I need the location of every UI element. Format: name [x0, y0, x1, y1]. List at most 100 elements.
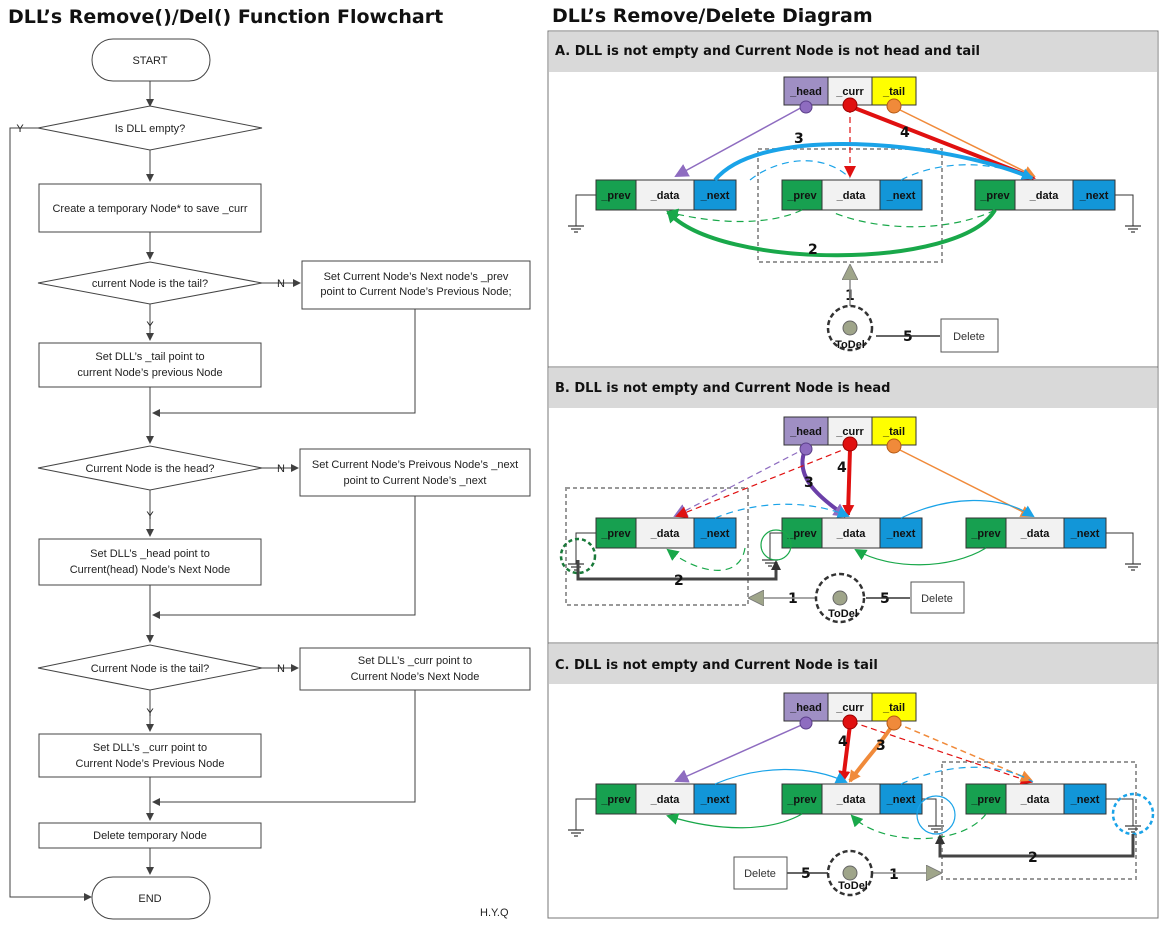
- next-label: _next: [886, 528, 916, 540]
- no-label-2: N: [277, 463, 285, 475]
- prev-label: _prev: [786, 190, 817, 202]
- node-c2: _prev _data _next: [781, 783, 923, 815]
- step-head-line1: Set DLL’s _head point to: [90, 548, 210, 560]
- head-label-a: _head: [789, 86, 822, 98]
- branch-tail-2-line1: Set DLL’s _curr point to: [358, 655, 472, 667]
- section-b-bar: [549, 368, 1157, 408]
- pointer-box-b: _head _curr _tail: [783, 416, 917, 446]
- step-2-c: 2: [1028, 850, 1038, 866]
- pointer-box-a: _head _curr _tail: [783, 76, 917, 106]
- node-b1: _prev _data _next: [595, 517, 737, 549]
- yes-label-1: Y: [146, 320, 154, 332]
- tail-label-a: _tail: [882, 86, 905, 98]
- diagram-frames: A. DLL is not empty and Current Node is …: [547, 30, 1159, 919]
- step-3-b: 3: [804, 475, 814, 491]
- decision-empty-label: Is DLL empty?: [115, 123, 186, 135]
- next-label: _next: [1070, 794, 1100, 806]
- step-5-b: 5: [880, 591, 890, 607]
- author-label: H.Y.Q: [480, 907, 509, 919]
- step-curr-line2: Current Node’s Previous Node: [76, 758, 225, 770]
- data-label: _data: [836, 190, 867, 202]
- step-5-a: 5: [903, 329, 913, 345]
- data-label: _data: [650, 794, 681, 806]
- node-a2: _prev _data _next: [781, 179, 923, 211]
- yes-label: Y: [16, 123, 24, 135]
- branch-tail-1-line2: point to Current Node’s Previous Node;: [320, 286, 511, 298]
- step-4-a: 4: [900, 125, 910, 141]
- step-5-c: 5: [801, 866, 811, 882]
- step-4-b: 4: [837, 460, 847, 476]
- next-label: _next: [700, 794, 730, 806]
- head-label-c: _head: [789, 702, 822, 714]
- next-label: _next: [1079, 190, 1109, 202]
- flowchart-title: DLL’s Remove()/Del() Function Flowchart: [8, 6, 444, 28]
- step-2-b: 2: [674, 573, 684, 589]
- step-curr-line1: Set DLL’s _curr point to: [93, 742, 207, 754]
- data-label: _data: [836, 794, 867, 806]
- node-a1: _prev _data _next: [595, 179, 737, 211]
- section-b-title: B. DLL is not empty and Current Node is …: [555, 381, 890, 396]
- branch-tail-2-line2: Current Node’s Next Node: [351, 671, 480, 683]
- yes-label-3: Y: [146, 707, 154, 719]
- flowchart: [9, 38, 531, 920]
- section-b: _head _curr _tail _prev _data _next _pre…: [559, 416, 1142, 624]
- yes-label-2: Y: [146, 510, 154, 522]
- section-c-title: C. DLL is not empty and Current Node is …: [555, 658, 878, 673]
- data-label: _data: [650, 190, 681, 202]
- step-head-line2: Current(head) Node’s Next Node: [70, 564, 231, 576]
- prev-label: _prev: [970, 794, 1001, 806]
- data-label: _data: [836, 528, 867, 540]
- step-tail-line1: Set DLL’s _tail point to: [95, 351, 204, 363]
- prev-label: _prev: [786, 794, 817, 806]
- no-label-3: N: [277, 663, 285, 675]
- curr-label-a: _curr: [835, 86, 864, 98]
- curr-label-c: _curr: [835, 702, 864, 714]
- prev-label: _prev: [600, 794, 631, 806]
- next-label: _next: [886, 794, 916, 806]
- tail-label-c: _tail: [882, 702, 905, 714]
- step-1-c: 1: [889, 867, 899, 883]
- pointer-box-c: _head _curr _tail: [783, 692, 917, 722]
- branch-head-line1: Set Current Node’s Preivous Node’s _next: [312, 459, 518, 471]
- head-label-b: _head: [789, 426, 822, 438]
- next-label: _next: [700, 190, 730, 202]
- prev-label: _prev: [600, 190, 631, 202]
- prev-label: _prev: [786, 528, 817, 540]
- section-c-bar: [549, 644, 1157, 684]
- start-label: START: [132, 55, 167, 67]
- delete-label-c: Delete: [744, 868, 776, 880]
- tail-label-b: _tail: [882, 426, 905, 438]
- step-2-a: 2: [808, 242, 818, 258]
- prev-label: _prev: [970, 528, 1001, 540]
- data-label: _data: [1029, 190, 1060, 202]
- curr-label-b: _curr: [835, 426, 864, 438]
- decision-head-label: Current Node is the head?: [85, 463, 214, 475]
- section-c: _head _curr _tail _prev _data _next _pre…: [567, 692, 1155, 897]
- data-label: _data: [650, 528, 681, 540]
- step-delete-label: Delete temporary Node: [93, 830, 207, 842]
- todel-label-b: ToDel: [828, 608, 858, 620]
- step-3-c: 3: [876, 738, 886, 754]
- decision-tail-2-label: Current Node is the tail?: [91, 663, 210, 675]
- delete-label-b: Delete: [921, 593, 953, 605]
- prev-label: _prev: [600, 528, 631, 540]
- node-c1: _prev _data _next: [595, 783, 737, 815]
- section-a-title: A. DLL is not empty and Current Node is …: [555, 44, 980, 59]
- step-3-a: 3: [794, 131, 804, 147]
- todel-label-a: ToDel: [835, 339, 865, 351]
- next-label: _next: [886, 190, 916, 202]
- node-c3: _prev _data _next: [965, 783, 1107, 815]
- step-4-c: 4: [838, 734, 848, 750]
- step-temp-label: Create a temporary Node* to save _curr: [52, 203, 247, 215]
- prev-label: _prev: [979, 190, 1010, 202]
- branch-head-line2: point to Current Node’s _next: [344, 475, 487, 487]
- next-label: _next: [1070, 528, 1100, 540]
- step-1-b: 1: [788, 591, 798, 607]
- no-label-1: N: [277, 278, 285, 290]
- data-label: _data: [1020, 794, 1051, 806]
- node-b3: _prev _data _next: [965, 517, 1107, 549]
- node-b2: _prev _data _next: [781, 517, 923, 549]
- diagram-title: DLL’s Remove/Delete Diagram: [552, 5, 873, 27]
- flowchart-text: START Is DLL empty? Y Create a temporary…: [16, 55, 518, 919]
